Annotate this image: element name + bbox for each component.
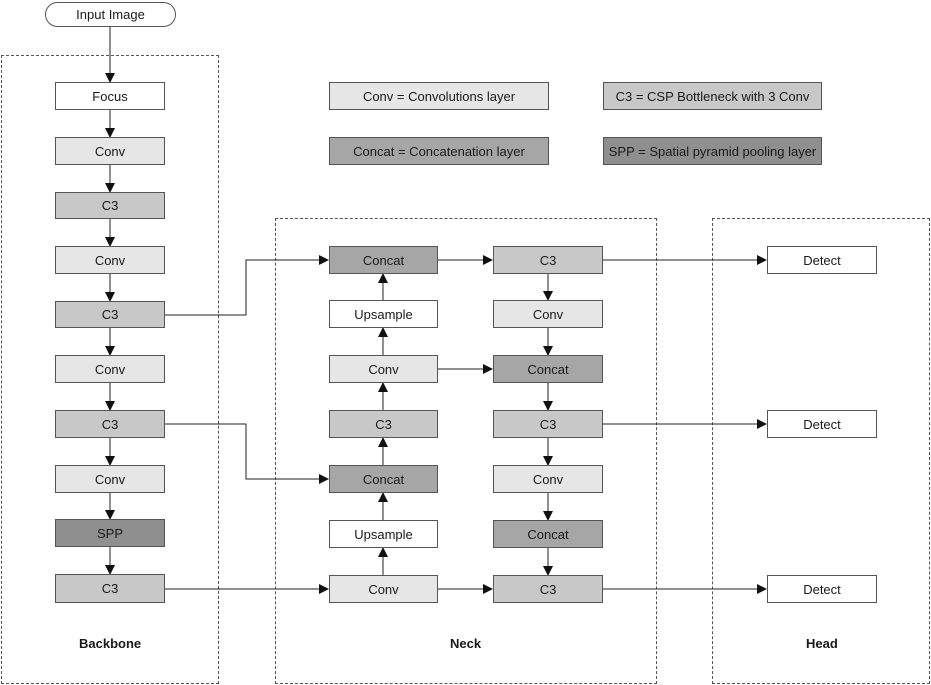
neck-concat-mid: Concat <box>329 465 438 493</box>
backbone-spp: SPP <box>55 519 165 547</box>
neck-region <box>275 218 657 684</box>
legend-c3: C3 = CSP Bottleneck with 3 Conv <box>603 82 822 110</box>
backbone-focus: Focus <box>55 82 165 110</box>
head-label: Head <box>806 636 838 651</box>
backbone-conv-3: Conv <box>55 355 165 383</box>
neck-c3-out-2: C3 <box>493 410 603 438</box>
input-image-node: Input Image <box>45 2 176 27</box>
backbone-c3-4: C3 <box>55 574 165 603</box>
neck-concat-right-1: Concat <box>493 355 603 383</box>
backbone-label: Backbone <box>79 636 142 651</box>
neck-label: Neck <box>450 636 482 651</box>
head-detect-3: Detect <box>767 575 877 603</box>
neck-upsample-bottom: Upsample <box>329 520 438 548</box>
backbone-conv-1: Conv <box>55 137 165 165</box>
backbone-c3-1: C3 <box>55 192 165 219</box>
neck-c3-mid: C3 <box>329 410 438 438</box>
neck-conv-mid: Conv <box>329 355 438 383</box>
legend-conv: Conv = Convolutions layer <box>329 82 549 110</box>
neck-concat-top: Concat <box>329 246 438 274</box>
backbone-conv-2: Conv <box>55 246 165 274</box>
neck-c3-out-3: C3 <box>493 575 603 603</box>
head-region <box>712 218 930 684</box>
legend-spp: SPP = Spatial pyramid pooling layer <box>603 137 822 165</box>
neck-c3-out-1: C3 <box>493 246 603 274</box>
backbone-c3-2: C3 <box>55 301 165 328</box>
neck-conv-right-1: Conv <box>493 300 603 328</box>
neck-upsample-top: Upsample <box>329 300 438 328</box>
neck-concat-right-2: Concat <box>493 520 603 548</box>
head-detect-1: Detect <box>767 246 877 274</box>
legend-concat: Concat = Concatenation layer <box>329 137 549 165</box>
head-detect-2: Detect <box>767 410 877 438</box>
backbone-conv-4: Conv <box>55 465 165 493</box>
neck-conv-bottom: Conv <box>329 575 438 603</box>
neck-conv-right-2: Conv <box>493 465 603 493</box>
backbone-c3-3: C3 <box>55 410 165 438</box>
